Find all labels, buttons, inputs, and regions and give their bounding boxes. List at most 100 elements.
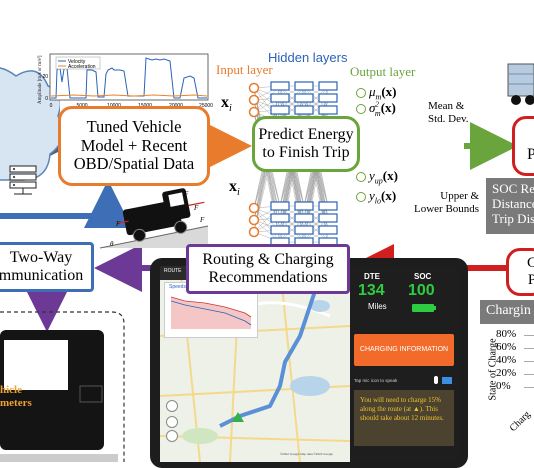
predict-result-box: P	[512, 116, 534, 176]
soc-label: SOC	[414, 272, 432, 281]
input-node	[248, 214, 260, 226]
soc-gridline	[524, 335, 534, 336]
two-way-communication-box: Two-Way mmunication	[0, 242, 94, 292]
zoom-in-button[interactable]	[166, 416, 178, 428]
hidden-node	[294, 105, 314, 115]
soc-ytick: 20%	[496, 367, 517, 379]
tablet-device: ROUTE Speeds ©2022 Google Map data ©2022…	[150, 258, 468, 468]
locate-button[interactable]	[166, 400, 178, 412]
input-node	[248, 226, 260, 238]
cloud-icon	[0, 67, 60, 195]
hidden-node	[270, 213, 290, 223]
soc-chart: State of Charge 80%60%40%20%0% Charg	[478, 326, 534, 462]
input-node	[248, 94, 260, 106]
hidden-node	[294, 93, 314, 103]
charging-chart-header: Chargin	[480, 300, 534, 324]
hidden-node	[318, 213, 338, 223]
truck-forces-illustration: F F F F θ	[99, 188, 209, 249]
routing-charging-box: Routing & Charging Recommendations	[186, 244, 350, 294]
tablet-screen: ROUTE Speeds ©2022 Google Map data ©2022…	[160, 266, 458, 462]
soc-value: 100	[408, 282, 435, 299]
charging-information-button[interactable]: CHARGING INFORMATION	[354, 334, 454, 366]
hidden-node	[318, 81, 338, 91]
map-credit: ©2022 Google Map data ©2022 Google	[280, 452, 333, 456]
svg-text:0: 0	[50, 103, 53, 109]
message-text: You will need to charge 15% along the ro…	[360, 396, 444, 422]
soc-results-box: SOC Re Distance Trip Dis	[486, 178, 534, 234]
bounds-caption: Upper & Lower Bounds	[414, 190, 480, 215]
hidden-node	[318, 237, 338, 246]
zoom-out-button[interactable]	[166, 430, 178, 442]
svg-text:20: 20	[42, 74, 48, 80]
data-feed-arrow	[0, 180, 132, 228]
truck-panel-text: hicle meters	[0, 384, 32, 409]
hidden-node	[270, 105, 290, 115]
soc-ytick: 60%	[496, 341, 517, 353]
app-header[interactable]: ROUTE	[164, 268, 182, 274]
hidden-node	[270, 93, 290, 103]
battery-icon	[412, 304, 434, 312]
hidden-node	[294, 213, 314, 223]
charging-stop-marker	[232, 412, 244, 422]
input-xi-top: xi	[221, 94, 232, 115]
map-view[interactable]: ROUTE Speeds ©2022 Google Map data ©2022…	[160, 266, 351, 462]
miles-label: Miles	[368, 302, 387, 311]
speed-chart-title: Speeds	[169, 284, 186, 290]
svg-text:Acceleration: Acceleration	[68, 64, 96, 70]
mail-icon[interactable]	[442, 377, 452, 384]
soc-ytick: 40%	[496, 354, 517, 366]
hidden-node	[294, 201, 314, 211]
battery-tip	[434, 306, 436, 310]
soc-gridline	[524, 387, 534, 388]
hidden-node	[270, 237, 290, 246]
soc-gridline	[524, 361, 534, 362]
svg-text:0: 0	[45, 96, 48, 102]
soc-chart-xlabel: Charg	[507, 409, 533, 434]
dte-label: DTE	[364, 272, 380, 281]
soc-ytick: 0%	[496, 380, 511, 392]
hidden-layers-label: Hidden layers	[268, 50, 348, 65]
soc-gridline	[524, 374, 534, 375]
hidden-node	[270, 81, 290, 91]
hidden-node	[318, 201, 338, 211]
inset-ylabel: Amplitude [m/s or m/s²]	[37, 55, 43, 104]
dte-value: 134	[358, 282, 385, 299]
output-sigma: σ2m(x)	[356, 100, 396, 118]
hidden-node	[294, 237, 314, 246]
svg-text:F: F	[115, 220, 121, 228]
output-yup: yup(x)	[356, 168, 398, 186]
hidden-node	[294, 81, 314, 91]
output-mu: μm(x)	[356, 84, 396, 102]
truck-cab-icon	[0, 330, 118, 462]
input-node	[248, 82, 260, 94]
hidden-node	[318, 93, 338, 103]
microphone-icon[interactable]	[434, 376, 438, 384]
hidden-node	[294, 225, 314, 235]
output-ylo: ylo(x)	[356, 188, 396, 206]
acceleration-series	[50, 94, 208, 97]
hidden-node	[270, 201, 290, 211]
truck-top-right-icon	[507, 63, 534, 105]
svg-text:F: F	[183, 190, 189, 198]
hidden-node	[318, 105, 338, 115]
hidden-node	[318, 225, 338, 235]
input-xi-bottom: xi	[229, 178, 240, 199]
charging-plan-box: C P	[506, 248, 534, 296]
mean-std-caption: Mean & Std. Dev.	[428, 100, 469, 125]
svg-text:Velocity: Velocity	[68, 59, 86, 65]
predict-energy-box: Predict Energy to Finish Trip	[252, 116, 360, 172]
input-node	[248, 106, 260, 118]
soc-gridline	[524, 348, 534, 349]
mic-hint: Tap mic icon to speak	[354, 378, 398, 383]
route-path	[219, 275, 322, 428]
svg-text:F: F	[193, 204, 199, 212]
svg-text:25000: 25000	[199, 103, 213, 109]
hidden-node	[270, 225, 290, 235]
info-panel: DTE SOC 134 100 Miles CHARGING INFORMATI…	[350, 266, 458, 462]
svg-text:θ: θ	[110, 240, 114, 248]
message-card: You will need to charge 15% along the ro…	[354, 390, 454, 446]
server-icon	[9, 165, 37, 195]
svg-text:F: F	[199, 216, 205, 224]
output-layer-label: Output layer	[350, 64, 416, 79]
soc-ytick: 80%	[496, 328, 517, 340]
